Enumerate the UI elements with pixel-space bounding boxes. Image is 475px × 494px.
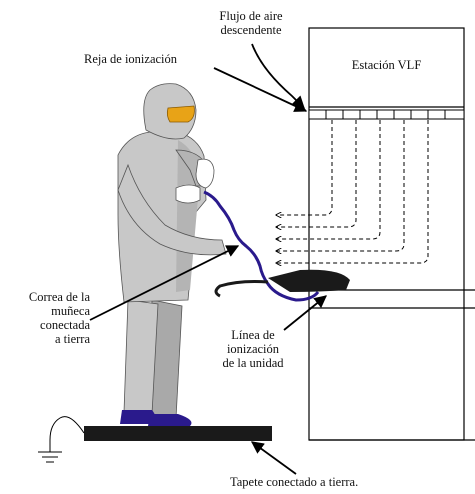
strap-leader [89,245,240,321]
airflow-label-line1: Flujo de aire [219,9,283,23]
strap-label: Correa de la muñeca conectada a tierra [0,290,90,346]
ground-symbol [38,416,85,463]
grid-leader [213,67,308,112]
operator-figure [117,83,227,426]
ion-label-line3: de la unidad [222,356,284,370]
grid-label: Reja de ionización [84,52,178,66]
airflow-label-line2: descendente [220,23,282,37]
station-label: Estación VLF [351,58,422,72]
vlf-station [308,27,475,441]
strap-label-line1: Correa de la [28,290,90,304]
wrist-strap-cord [203,190,320,302]
ionization-grid [308,109,465,120]
mat-leader [250,441,297,475]
airflow-label: Flujo de aire descendente [196,9,306,37]
grounded-mat [84,426,272,441]
ion-label-line1: Línea de [231,328,275,342]
airflow-arrows [276,120,429,263]
ionization-line-label: Línea de ionización de la unidad [200,328,306,370]
airflow-leader [251,43,305,109]
ionizer-gun [214,269,350,298]
strap-label-line4: a tierra [54,332,90,346]
ion-label-line2: ionización [226,342,280,356]
mat-label: Tapete conectado a tierra. [230,475,359,489]
ion-line-leader [283,295,327,331]
strap-label-line2: muñeca [51,304,90,318]
strap-label-line3: conectada [40,318,90,332]
